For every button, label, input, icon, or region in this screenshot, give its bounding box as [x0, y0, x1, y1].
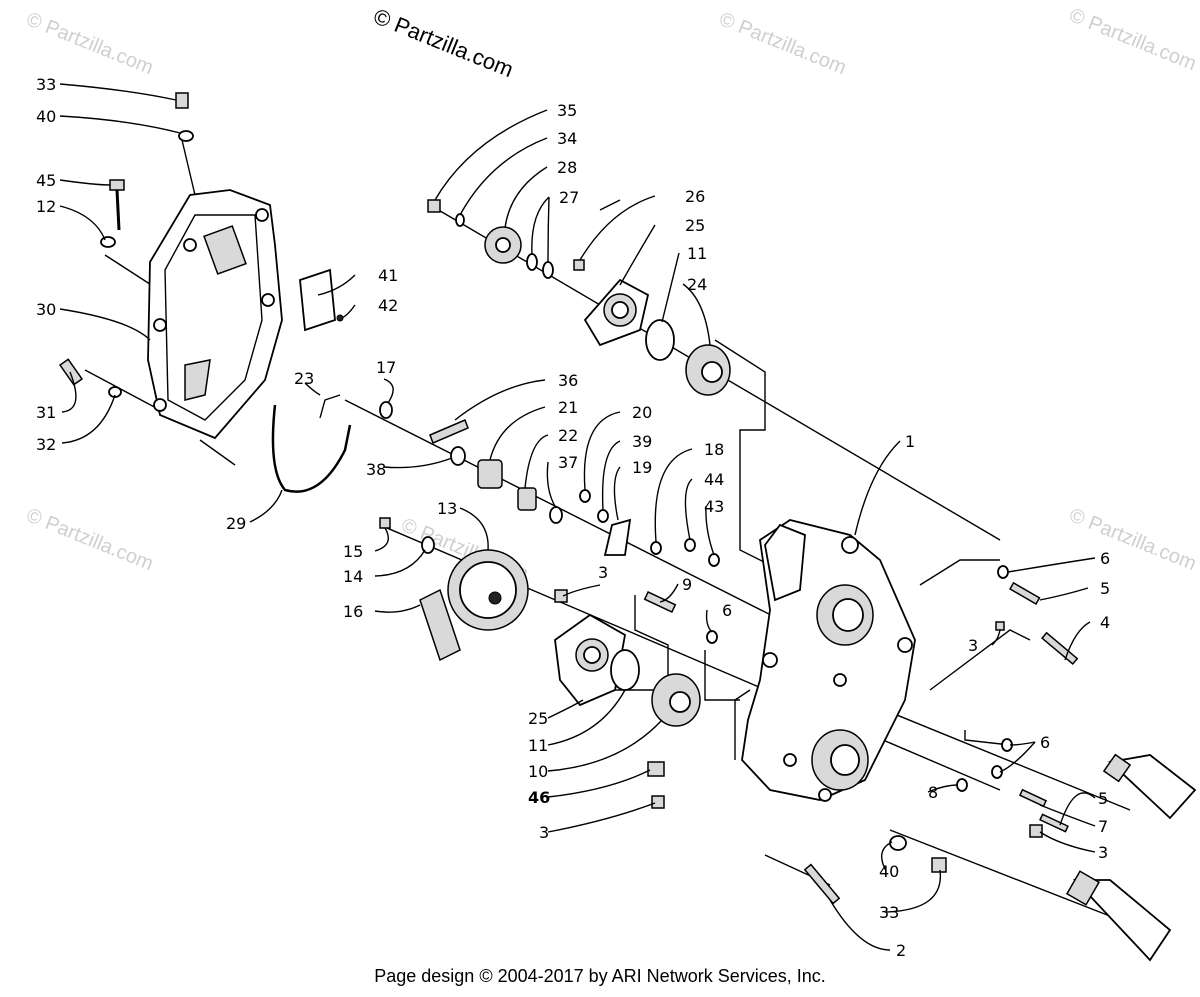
- watermark-faded: © Partzilla.com: [1066, 4, 1199, 75]
- callout-labels: 33 40 45 12 30 31 32 29 41 42 23 17 38 3…: [36, 75, 1110, 960]
- callout-7: 7: [1098, 817, 1108, 836]
- callout-27: 27: [559, 188, 579, 207]
- upper-shaft-parts: [427, 199, 585, 279]
- callout-46: 46: [528, 788, 550, 807]
- chaincase-housing: [741, 519, 916, 802]
- callout-25: 25: [685, 216, 705, 235]
- callout-31: 31: [36, 403, 56, 422]
- callout-35: 35: [557, 101, 577, 120]
- callout-23: 23: [294, 369, 314, 388]
- lower-bearing-group: [554, 591, 718, 809]
- watermark-faded: © Partzilla.com: [23, 8, 156, 79]
- right-hardware: [956, 565, 1079, 838]
- splined-shafts: [1065, 753, 1197, 962]
- lower-sprocket-group: [379, 517, 568, 662]
- drain-cable: [271, 404, 352, 493]
- callout-6: 6: [722, 601, 732, 620]
- callout-26: 26: [685, 187, 705, 206]
- callout-20: 20: [632, 403, 652, 422]
- callout-45: 45: [36, 171, 56, 190]
- callout-5: 5: [1100, 579, 1110, 598]
- callout-38: 38: [366, 460, 386, 479]
- callout-37: 37: [558, 453, 578, 472]
- top-hardware: [58, 92, 194, 398]
- callout-43: 43: [704, 497, 724, 516]
- callout-11: 11: [687, 244, 707, 263]
- callout-9: 9: [682, 575, 692, 594]
- callout-40: 40: [36, 107, 56, 126]
- callout-24: 24: [687, 275, 707, 294]
- callout-42: 42: [378, 296, 398, 315]
- callout-33: 33: [879, 903, 899, 922]
- callout-11: 11: [528, 736, 548, 755]
- callout-15: 15: [343, 542, 363, 561]
- callout-41: 41: [378, 266, 398, 285]
- callout-6: 6: [1100, 549, 1110, 568]
- callout-13: 13: [437, 499, 457, 518]
- callout-22: 22: [558, 426, 578, 445]
- callout-44: 44: [704, 470, 724, 489]
- page-footer: Page design © 2004-2017 by ARI Network S…: [374, 966, 826, 986]
- callout-32: 32: [36, 435, 56, 454]
- callout-4: 4: [1100, 613, 1110, 632]
- middle-shaft-parts: [319, 394, 720, 567]
- callout-3: 3: [1098, 843, 1108, 862]
- callout-8: 8: [928, 783, 938, 802]
- bottom-hardware: [803, 835, 947, 905]
- callout-3: 3: [539, 823, 549, 842]
- callout-34: 34: [557, 129, 577, 148]
- parts: [58, 92, 1197, 962]
- callout-21: 21: [558, 398, 578, 417]
- callout-39: 39: [632, 432, 652, 451]
- label-plate: [299, 268, 344, 332]
- callout-6: 6: [1040, 733, 1050, 752]
- callout-3: 3: [968, 636, 978, 655]
- callout-5: 5: [1098, 789, 1108, 808]
- chaincase-cover: [147, 189, 283, 440]
- leader-lines: [59, 83, 1096, 951]
- watermark-faded: © Partzilla.com: [716, 8, 849, 79]
- callout-14: 14: [343, 567, 363, 586]
- watermark-faded: © Partzilla.com: [1066, 504, 1199, 575]
- callout-29: 29: [226, 514, 246, 533]
- callout-17: 17: [376, 358, 396, 377]
- callout-10: 10: [528, 762, 548, 781]
- callout-18: 18: [704, 440, 724, 459]
- callout-33: 33: [36, 75, 56, 94]
- callout-40: 40: [879, 862, 899, 881]
- callout-12: 12: [36, 197, 56, 216]
- callout-19: 19: [632, 458, 652, 477]
- callout-3: 3: [598, 563, 608, 582]
- callout-16: 16: [343, 602, 363, 621]
- watermark-main: © Partzilla.com: [370, 3, 517, 82]
- upper-bearing-group: [583, 278, 731, 396]
- callout-28: 28: [557, 158, 577, 177]
- callout-1: 1: [905, 432, 915, 451]
- callout-36: 36: [558, 371, 578, 390]
- watermark-faded: © Partzilla.com: [23, 504, 156, 575]
- callout-25: 25: [528, 709, 548, 728]
- callout-30: 30: [36, 300, 56, 319]
- callout-2: 2: [896, 941, 906, 960]
